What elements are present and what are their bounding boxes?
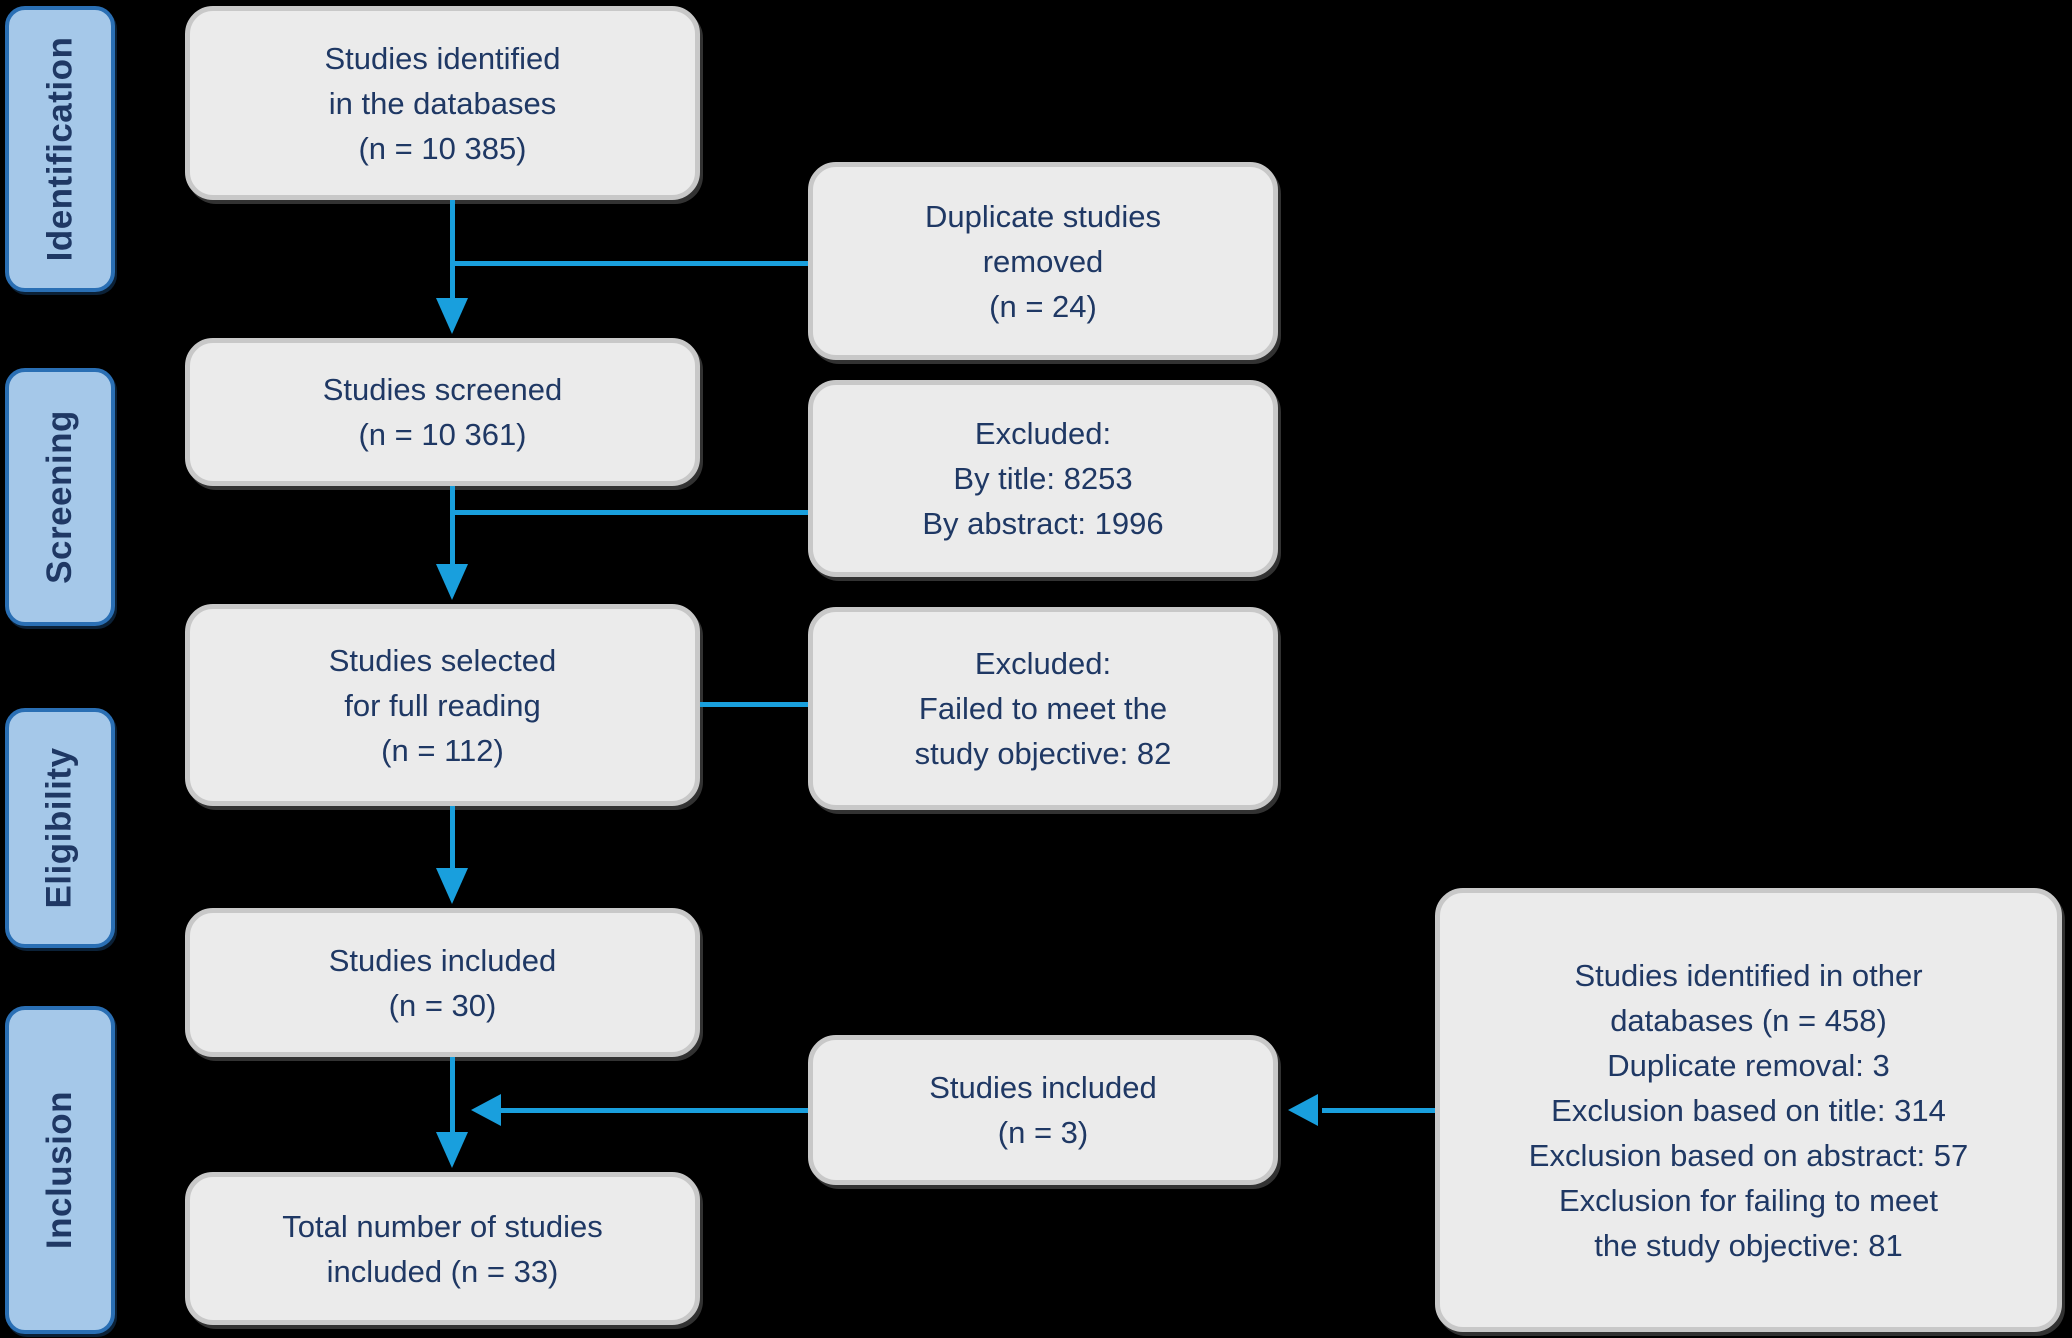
text-line: for full reading: [344, 687, 541, 723]
arrowhead-down-into-full-reading: [436, 564, 468, 600]
text-line: Studies screened: [322, 372, 563, 407]
text-line: Excluded:: [974, 646, 1112, 681]
stage-label-screening: Screening: [5, 368, 115, 626]
stage-label-eligibility: Eligibility: [5, 708, 115, 948]
arrow-line-other-databases-to-included-other: [1322, 1108, 1435, 1113]
stage-label-inclusion-text: Inclusion: [40, 1090, 79, 1250]
arrow-line-included-to-total: [450, 1057, 455, 1134]
text-line: By title: 8253: [953, 461, 1133, 496]
box-excluded-full-reading: Excluded: Failed to meet the study objec…: [808, 607, 1278, 810]
text-line: Duplicate studies: [924, 198, 1162, 234]
text-line: study objective: 82: [914, 736, 1172, 771]
text-line: Studies identified in other: [1574, 957, 1923, 993]
box-studies-selected-full-reading: Studies selected for full reading (n = 1…: [185, 604, 700, 806]
text-line: Studies included: [929, 1070, 1157, 1105]
box-total-studies-included: Total number of studies included (n = 33…: [185, 1172, 700, 1325]
arrow-line-identified-to-screened: [450, 200, 455, 300]
text-line: included (n = 33): [326, 1253, 559, 1289]
connector-identified-to-duplicates: [452, 261, 808, 266]
text-line: Excluded:: [974, 416, 1112, 451]
box-other-databases: Studies identified in other databases (n…: [1435, 888, 2062, 1332]
text-line: By abstract: 1996: [922, 506, 1164, 541]
arrowhead-down-into-included: [436, 868, 468, 904]
text-line: Duplicate removal: 3: [1607, 1047, 1890, 1083]
text-line: Total number of studies: [282, 1208, 603, 1244]
box-studies-identified: Studies identified in the databases (n =…: [185, 6, 700, 200]
arrow-line-screened-to-full-reading: [450, 486, 455, 566]
text-line: (n = 10 361): [358, 417, 527, 452]
box-excluded-screening: Excluded: By title: 8253 By abstract: 19…: [808, 380, 1278, 577]
text-line: removed: [982, 243, 1104, 279]
text-line: Exclusion for failing to meet: [1558, 1182, 1939, 1218]
text-line: Studies selected: [328, 642, 557, 678]
text-line: (n = 10 385): [358, 130, 527, 166]
box-studies-screened: Studies screened (n = 10 361): [185, 338, 700, 486]
stage-label-identification-text: Identification: [40, 36, 79, 262]
text-line: Failed to meet the: [918, 691, 1168, 726]
arrowhead-left-into-included-other: [1288, 1094, 1318, 1126]
stage-label-eligibility-text: Eligibility: [40, 747, 80, 909]
text-line: Exclusion based on abstract: 57: [1528, 1137, 1969, 1173]
text-line: Exclusion based on title: 314: [1551, 1092, 1946, 1128]
connector-full-reading-to-excluded: [700, 702, 808, 707]
arrowhead-down-into-total: [436, 1132, 468, 1168]
text-line: in the databases: [328, 85, 557, 121]
arrow-line-full-reading-to-included: [450, 806, 455, 870]
arrow-line-included-other-to-main-flow: [500, 1108, 808, 1113]
text-line: (n = 30): [388, 987, 497, 1023]
stage-label-identification: Identification: [5, 6, 115, 292]
connector-screened-to-excluded: [452, 510, 808, 515]
box-studies-included: Studies included (n = 30): [185, 908, 700, 1057]
text-line: (n = 112): [381, 732, 504, 768]
arrowhead-left-into-main-flow: [471, 1094, 501, 1126]
box-duplicates-removed: Duplicate studies removed (n = 24): [808, 162, 1278, 360]
text-line: Studies identified: [324, 40, 561, 76]
arrowhead-down-into-screened: [436, 298, 468, 334]
text-line: Studies included: [328, 942, 557, 978]
text-line: databases (n = 458): [1610, 1002, 1887, 1038]
stage-label-inclusion: Inclusion: [5, 1006, 115, 1334]
box-studies-included-other: Studies included (n = 3): [808, 1035, 1278, 1185]
text-line: (n = 3): [997, 1115, 1089, 1150]
text-line: (n = 24): [989, 288, 1097, 324]
text-line: the study objective: 81: [1594, 1227, 1903, 1263]
stage-label-screening-text: Screening: [40, 410, 80, 584]
